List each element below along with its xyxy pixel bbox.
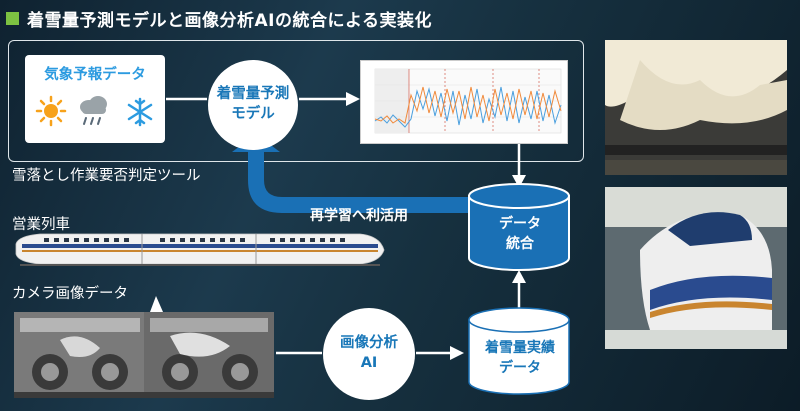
snow-undercarriage-photo — [605, 40, 787, 175]
analysis-line2: AI — [360, 355, 378, 371]
data-integration-line2: 統合 — [506, 236, 534, 253]
page-title: 着雪量予測モデルと画像分析AIの統合による実装化 — [27, 11, 432, 31]
camera-label: カメラ画像データ — [12, 286, 128, 302]
prediction-chart-thumbnail — [360, 60, 568, 144]
train-label: 営業列車 — [12, 217, 70, 233]
snow-actual-line2: データ — [499, 360, 541, 377]
rain-cloud-icon — [80, 96, 107, 125]
analysis-line1: 画像分析 — [340, 335, 398, 352]
snow-actual-label: 着雪量実績 データ — [470, 338, 570, 379]
sun-icon — [35, 95, 67, 127]
snow-prediction-model: 着雪量予測 モデル — [208, 60, 298, 150]
title-row: 着雪量予測モデルと画像分析AIの統合による実装化 — [6, 6, 432, 31]
weather-forecast-box: 気象予報データ — [25, 55, 165, 143]
shinkansen-front-photo — [605, 187, 787, 349]
data-integration-label: データ 統合 — [470, 214, 570, 255]
prediction-chart — [361, 61, 567, 143]
image-analysis-ai: 画像分析 AI — [323, 308, 415, 400]
snowflake-icon — [127, 97, 153, 127]
model-line2: モデル — [231, 106, 275, 122]
tool-label: 雪落とし作業要否判定ツール — [12, 168, 201, 184]
snow-actual-line1: 着雪量実績 — [485, 340, 555, 356]
data-integration-line1: データ — [499, 216, 541, 232]
title-bullet — [6, 12, 19, 25]
weather-label: 気象予報データ — [44, 67, 146, 83]
relearn-label: 再学習へ利活用 — [310, 208, 408, 224]
model-line1: 着雪量予測 — [216, 86, 290, 103]
tool-frame — [8, 40, 584, 162]
